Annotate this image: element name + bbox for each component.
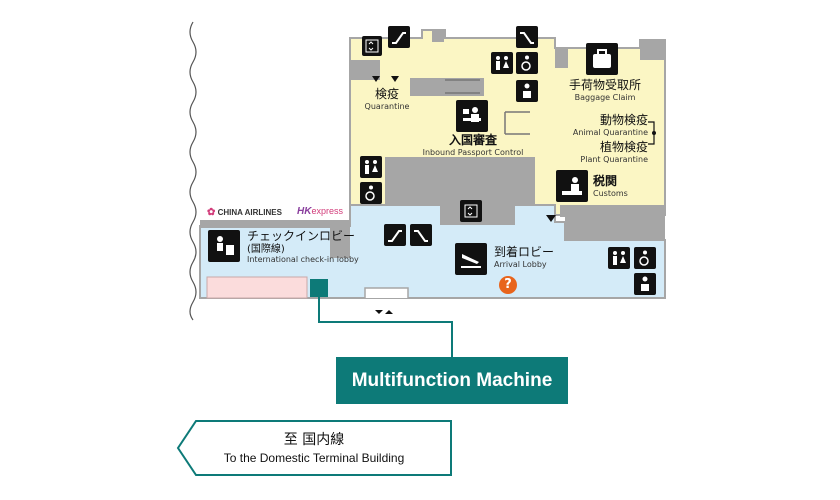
flow-arrow xyxy=(385,310,393,314)
hk-express-prefix: HK xyxy=(297,206,312,217)
help-icon[interactable]: ? xyxy=(499,276,517,294)
domestic-terminal-direction-sign[interactable]: 至 国内線 To the Domestic Terminal Building xyxy=(176,420,452,476)
plant-quarantine-label: 植物検疫 Plant Quarantine xyxy=(562,140,648,164)
china-airlines-flower-icon: ✿ xyxy=(207,207,216,218)
plant-quarantine-label-jp: 植物検疫 xyxy=(599,140,648,154)
quarantine-label: 検疫 Quarantine xyxy=(352,87,422,111)
arrival-lobby-label-jp: 到着ロビー xyxy=(494,245,555,259)
customs-label-en: Customs xyxy=(593,188,628,198)
flow-arrow xyxy=(546,215,556,222)
multifunction-machine-marker[interactable] xyxy=(310,279,328,297)
wall-block xyxy=(560,205,665,217)
arrival-lobby-label-en: Arrival Lobby xyxy=(494,259,547,269)
escalator-icon xyxy=(516,26,538,48)
direction-sign-en: To the Domestic Terminal Building xyxy=(223,451,405,465)
wheelchair-icon xyxy=(360,182,382,204)
passport-control-label-jp: 入国審査 xyxy=(448,133,497,147)
wall-block xyxy=(410,78,484,96)
animal-quarantine-label-jp: 動物検疫 xyxy=(599,113,648,127)
nursing-room-icon xyxy=(634,273,656,295)
restroom-icon xyxy=(608,247,630,269)
hk-express-name: express xyxy=(311,206,343,216)
china-airlines-logo: ✿ CHINA AIRLINES xyxy=(207,207,282,218)
checkin-lobby-label: チェックインロビー (国際線) International check-in l… xyxy=(247,229,359,265)
wall-block xyxy=(200,220,350,228)
wall-block xyxy=(565,215,665,240)
quarantine-dot xyxy=(652,131,656,135)
wheelchair-icon xyxy=(634,247,656,269)
arrival-lobby-label: 到着ロビー Arrival Lobby xyxy=(494,245,555,269)
customs-icon xyxy=(556,170,588,202)
escalator-icon xyxy=(410,224,432,246)
escalator-icon xyxy=(384,224,406,246)
callout-leader xyxy=(318,297,453,357)
arrival-plane-icon xyxy=(455,243,487,275)
wheelchair-icon xyxy=(516,52,538,74)
quarantine-label-en: Quarantine xyxy=(364,101,410,111)
nursing-room-icon xyxy=(516,80,538,102)
baggage-icon xyxy=(586,43,618,75)
flow-arrow xyxy=(391,76,399,82)
customs-label-jp: 税関 xyxy=(593,174,618,188)
customs-label: 税関 Customs xyxy=(593,174,628,198)
escalator-icon xyxy=(388,26,410,48)
checkin-lobby-label-sub: (国際線) xyxy=(247,243,285,255)
hk-express-logo: HKexpress xyxy=(297,206,343,217)
elevator-icon xyxy=(362,36,382,56)
checkin-counters xyxy=(206,276,308,299)
restroom-icon xyxy=(491,52,513,74)
map-cut-edge xyxy=(189,21,197,321)
baggage-claim-label: 手荷物受取所 Baggage Claim xyxy=(560,78,650,102)
passport-control-label-en: Inbound Passport Control xyxy=(422,147,524,157)
baggage-claim-label-en: Baggage Claim xyxy=(574,92,636,102)
elevator-icon xyxy=(460,200,482,222)
baggage-claim-label-jp: 手荷物受取所 xyxy=(568,78,641,92)
wall-block xyxy=(432,30,444,42)
direction-sign-jp: 至 国内線 xyxy=(283,432,345,448)
wall-block xyxy=(350,60,380,80)
animal-quarantine-label-en: Animal Quarantine xyxy=(572,127,648,137)
flow-arrow xyxy=(375,310,383,314)
animal-quarantine-label: 動物検疫 Animal Quarantine xyxy=(562,113,648,137)
wall-block xyxy=(555,48,568,68)
entrance xyxy=(364,287,409,298)
passport-control-label: 入国審査 Inbound Passport Control xyxy=(410,133,536,157)
direction-sign-shape xyxy=(176,420,452,476)
wall-block xyxy=(385,157,535,207)
wall-block xyxy=(330,228,350,258)
multifunction-machine-callout[interactable]: Multifunction Machine xyxy=(336,357,568,404)
flow-arrow xyxy=(372,76,380,82)
wall-block xyxy=(640,40,665,60)
restroom-icon xyxy=(360,156,382,178)
checkin-lobby-label-en: International check-in lobby xyxy=(247,255,359,265)
china-airlines-name: CHINA AIRLINES xyxy=(217,208,282,217)
plant-quarantine-label-en: Plant Quarantine xyxy=(580,154,648,164)
passport-control-icon xyxy=(456,100,488,132)
checkin-icon xyxy=(208,230,240,262)
quarantine-label-jp: 検疫 xyxy=(374,87,399,101)
checkin-lobby-label-jp: チェックインロビー xyxy=(247,229,356,243)
